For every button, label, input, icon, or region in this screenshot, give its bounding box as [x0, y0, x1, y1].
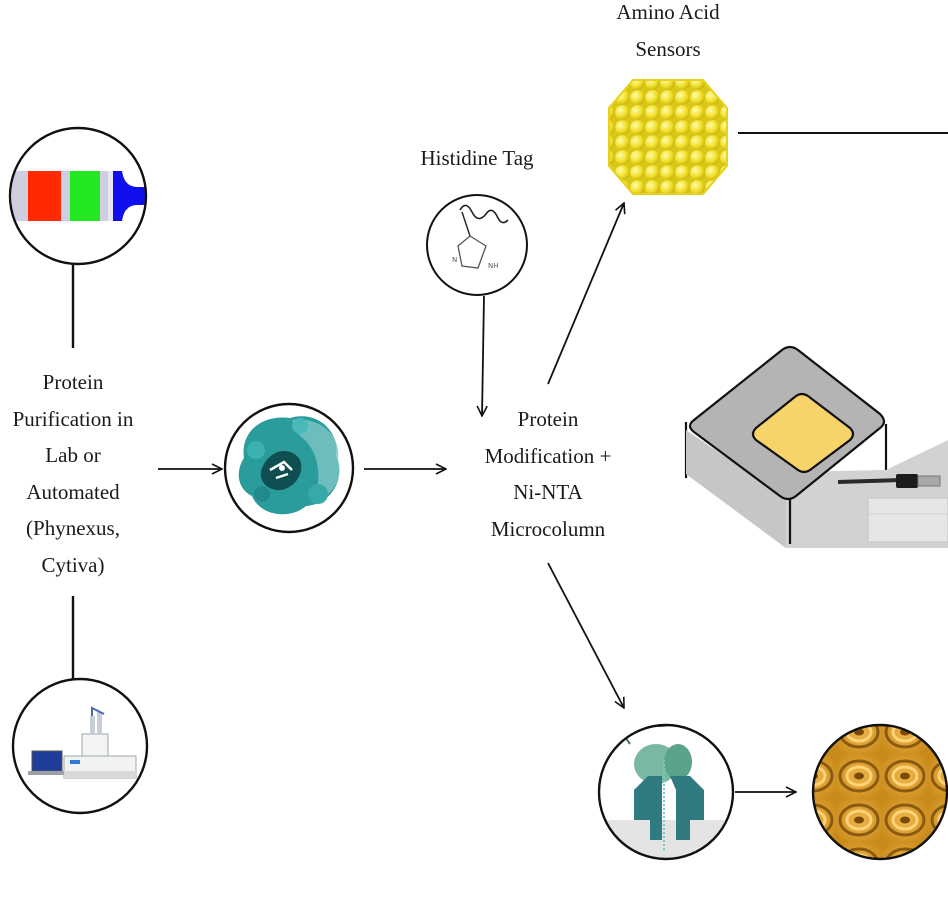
label-line: Histidine Tag	[420, 146, 534, 170]
svg-text:N: N	[452, 256, 457, 264]
label-line: Lab or	[45, 443, 101, 467]
protein-modification-label: Protein Modification + Ni-NTA Microcolum…	[448, 401, 648, 547]
label-line: Amino Acid	[616, 0, 720, 24]
label-line: Protein	[42, 370, 104, 394]
amino-acid-sensors-label: Amino Acid Sensors	[597, 0, 739, 67]
label-line: (Phynexus,	[26, 516, 120, 540]
protein-structure-icon	[223, 402, 355, 534]
label-line: Modification +	[484, 443, 612, 468]
arrow	[482, 295, 484, 416]
label-line: Protein	[517, 407, 579, 431]
label-line: Sensors	[635, 36, 701, 61]
gold-nanoparticle-icon	[608, 79, 728, 195]
label-line: Automated	[26, 479, 120, 504]
histidine-tag-label: Histidine Tag	[396, 140, 558, 177]
label-line: Microcolumn	[490, 516, 606, 541]
label-line: Cytiva)	[41, 552, 105, 577]
nanopore-array-icon	[811, 723, 948, 861]
purification-instrument-icon	[11, 677, 149, 815]
label-line: Ni-NTA	[513, 480, 583, 504]
histidine-molecule-icon: N NH	[426, 194, 528, 296]
protein-purification-label: Protein Purification in Lab or Automated…	[0, 364, 168, 583]
chromatography-column-icon	[8, 126, 148, 266]
label-line: Purification in	[12, 406, 134, 431]
arrow	[547, 562, 624, 708]
nanopore-icon	[597, 723, 735, 861]
sensor-chip-icon	[684, 345, 948, 548]
svg-text:NH: NH	[488, 262, 499, 270]
arrow	[547, 203, 624, 385]
